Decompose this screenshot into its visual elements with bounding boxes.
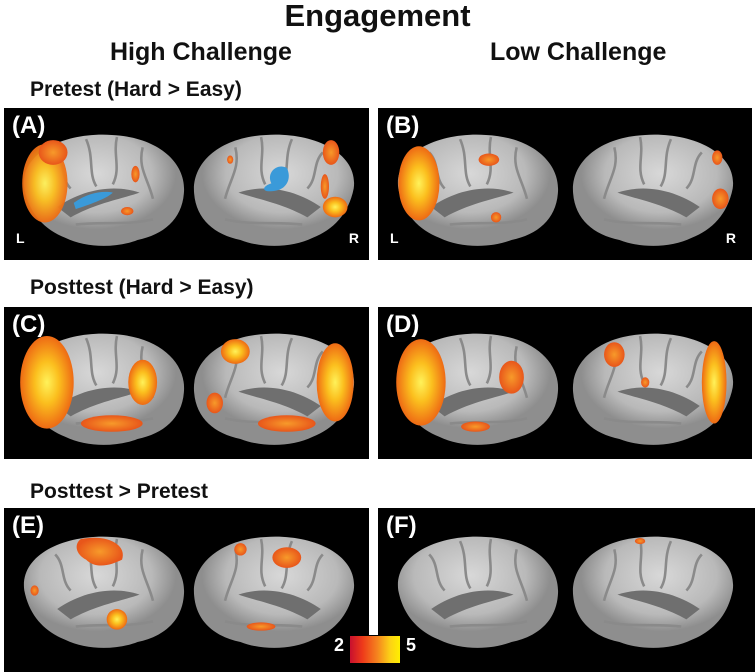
colorbar <box>350 636 400 663</box>
hemisphere-label-left: L <box>390 230 399 246</box>
brain-right-hemisphere <box>192 332 356 447</box>
column-header-low-challenge: Low Challenge <box>490 38 667 66</box>
panel-d: (D) <box>378 307 752 459</box>
panel-label: (B) <box>386 112 420 139</box>
panel-c: (C) <box>4 307 369 459</box>
panel-b: (B) L R <box>378 108 752 260</box>
brain-left-hemisphere <box>20 332 186 447</box>
panel-label: (A) <box>12 112 46 139</box>
panel-label: (F) <box>386 512 417 539</box>
column-header-high-challenge: High Challenge <box>110 38 292 66</box>
brain-right-hemisphere <box>571 332 735 447</box>
brain-left-hemisphere <box>22 133 186 248</box>
colorbar-min-label: 2 <box>334 635 345 655</box>
panel-label: (C) <box>12 311 46 338</box>
brain-left-hemisphere <box>396 133 560 248</box>
colorbar-max-label: 5 <box>406 635 417 655</box>
row-label-pretest: Pretest (Hard > Easy) <box>30 78 242 101</box>
hemisphere-label-left: L <box>16 230 25 246</box>
brain-right-hemisphere <box>192 535 356 650</box>
row-label-posttest: Posttest (Hard > Easy) <box>30 276 254 299</box>
hemisphere-label-right: R <box>725 230 736 246</box>
brain-left-hemisphere <box>22 535 186 650</box>
hemisphere-label-right: R <box>348 230 359 246</box>
brain-left-hemisphere <box>396 332 560 447</box>
brain-right-hemisphere <box>571 133 735 248</box>
brain-right-hemisphere <box>192 133 356 248</box>
figure-title: Engagement <box>284 0 471 33</box>
panel-e: (E) <box>4 508 369 672</box>
deactivation-blob <box>73 191 113 210</box>
brain-right-hemisphere <box>571 535 735 650</box>
panel-f: (F) <box>378 508 755 672</box>
panel-label: (E) <box>12 512 44 539</box>
row-label-posttest-vs-pretest: Posttest > Pretest <box>30 480 208 503</box>
panel-label: (D) <box>386 311 420 338</box>
panel-a: (A) L R <box>4 108 369 260</box>
